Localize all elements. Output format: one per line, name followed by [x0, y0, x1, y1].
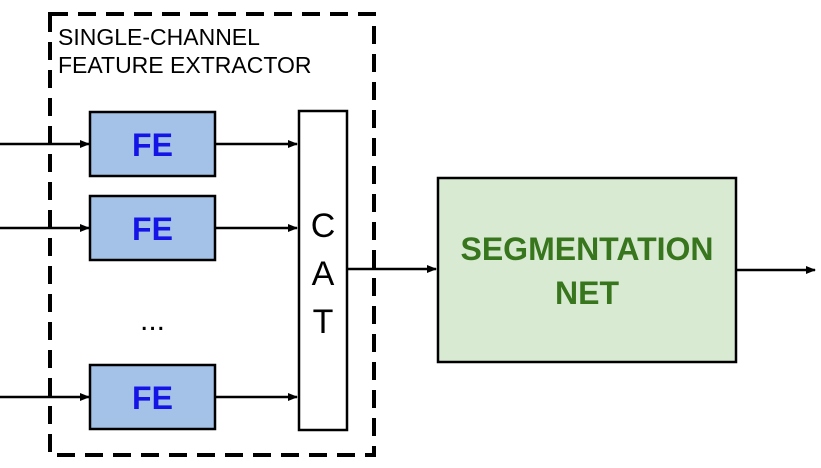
- fe-block-label: FE: [132, 380, 173, 416]
- segmentation-net-label-line1: SEGMENTATION: [460, 231, 713, 267]
- fe-block-label: FE: [132, 127, 173, 163]
- fe-block-box: [88, 363, 217, 431]
- ellipsis: ...: [140, 304, 165, 337]
- concat-letter-c: C: [311, 207, 336, 245]
- segmentation-net-box: [436, 176, 738, 364]
- concat-block: C A T: [297, 109, 349, 432]
- feature-extractor-container: [48, 12, 376, 457]
- container-title-line2: FEATURE EXTRACTOR: [58, 52, 311, 78]
- segmentation-net-block: SEGMENTATION NET: [436, 176, 738, 364]
- fe-block: FE: [88, 363, 217, 431]
- fe-block: FE: [88, 194, 217, 262]
- fe-block: FE: [88, 110, 217, 178]
- fe-block-box: [88, 194, 217, 262]
- segmentation-net-label-line2: NET: [555, 275, 619, 311]
- fe-block-box: [88, 110, 217, 178]
- fe-block-label: FE: [132, 211, 173, 247]
- concat-letter-t: T: [313, 303, 334, 341]
- container-title-line1: SINGLE-CHANNEL: [58, 24, 260, 50]
- concat-letter-a: A: [312, 255, 335, 293]
- concat-block-box: [297, 109, 349, 432]
